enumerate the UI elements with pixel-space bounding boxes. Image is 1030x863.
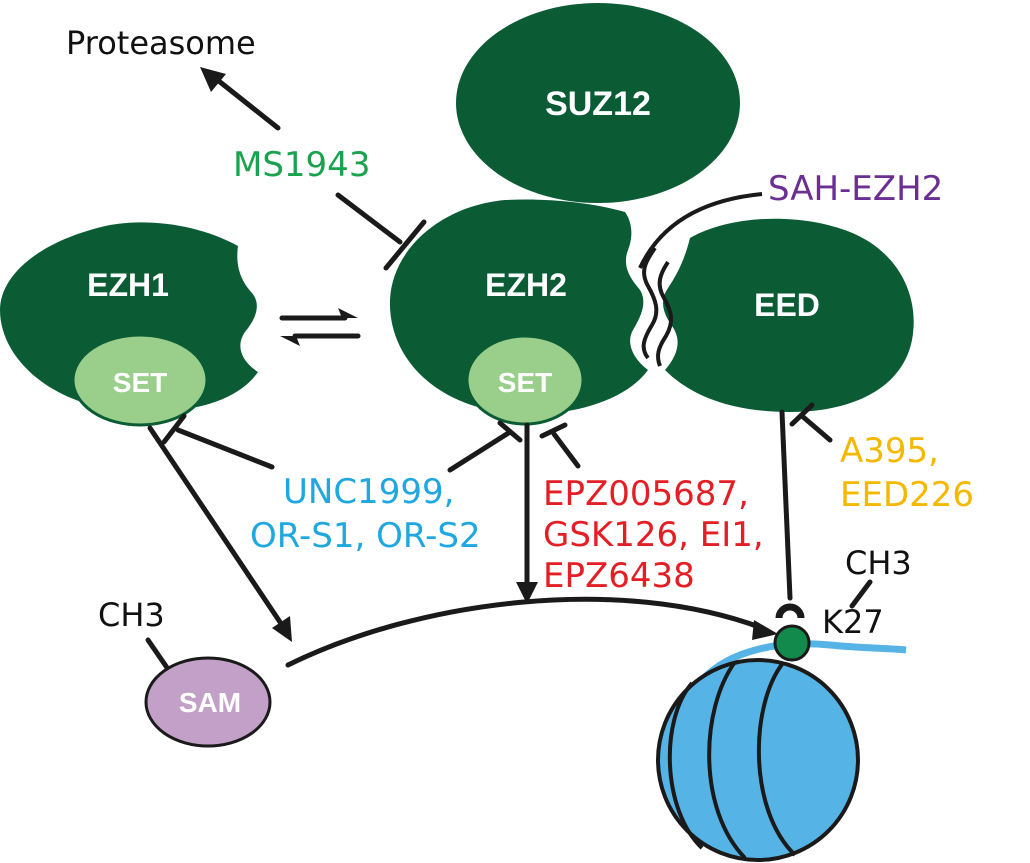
proteasome-arrowhead (200, 67, 226, 92)
set1-label: SET (113, 367, 167, 398)
k27-label: K27 (822, 603, 884, 641)
ezh1-to-sam-arrow (147, 425, 287, 631)
ezh1-sam-arrowhead (272, 616, 292, 642)
sah-ezh2-line (638, 192, 763, 269)
sah-ezh2-label: SAH-EZH2 (768, 169, 943, 209)
suz12-node (456, 3, 740, 203)
a395-label-line2: EED226 (840, 475, 974, 515)
eed-ezh2-interface-line (656, 260, 673, 367)
histone-tail (699, 640, 907, 683)
sam-ch3-label: CH3 (98, 596, 165, 634)
a395-eed-bar (789, 402, 815, 427)
nucleosome-groove-right (756, 661, 797, 857)
epz-to-set2-line (551, 431, 581, 469)
equilibrium-reverse-head (280, 336, 300, 346)
nucleosome-groove-middle (707, 660, 747, 860)
unc1999-set1-bar (161, 413, 187, 445)
set2-label: SET (498, 367, 552, 398)
ms1943-to-proteasome-arrow (212, 75, 281, 131)
sam-node (144, 656, 272, 748)
unc1999-to-set2-line (447, 429, 513, 473)
eed-to-k27-line (779, 409, 793, 601)
k27-ch3-label: CH3 (845, 544, 912, 582)
epz-set2-bar (539, 422, 568, 439)
sam-ch3-bond (145, 637, 173, 675)
epz-label-line2: GSK126, EI1, (543, 515, 764, 555)
nucleosome-groove-left (667, 681, 704, 850)
eed-label: EED (754, 287, 820, 323)
ezh2-label: EZH2 (485, 267, 567, 303)
k27-residue (773, 624, 811, 662)
ms1943-inhibition-bar (383, 219, 427, 271)
equilibrium-forward-head (338, 308, 358, 318)
ms1943-label: MS1943 (233, 145, 370, 185)
set1-domain (71, 333, 209, 427)
eed-node (663, 218, 914, 412)
sam-label: SAM (179, 687, 241, 718)
unc1999-label-line1: UNC1999, (283, 472, 454, 512)
a395-label-line1: A395, (840, 431, 939, 471)
suz12-label: SUZ12 (545, 85, 651, 123)
ms1943-inhibition-line (335, 192, 403, 245)
ezh2-eed-interface-line (641, 246, 659, 360)
ezh1-label: EZH1 (87, 267, 169, 303)
unc1999-to-set1-line (175, 427, 275, 470)
epz-label-line1: EPZ005687, (543, 474, 749, 514)
k27-ch3-bond (849, 579, 873, 609)
methyl-transfer-arrowhead (752, 620, 778, 640)
ezh2-down-arrowhead (516, 582, 538, 604)
unc1999-label-line2: OR-S1, OR-S2 (250, 516, 481, 556)
methyl-transfer-curve (285, 596, 765, 668)
unc1999-set2-bar (497, 420, 523, 443)
epz-label-line3: EPZ6438 (543, 556, 695, 596)
ezh2-node (389, 199, 648, 415)
eed-k27-reader-hook (775, 603, 805, 619)
proteasome-label: Proteasome (66, 24, 256, 62)
a395-to-eed-line (799, 413, 833, 443)
